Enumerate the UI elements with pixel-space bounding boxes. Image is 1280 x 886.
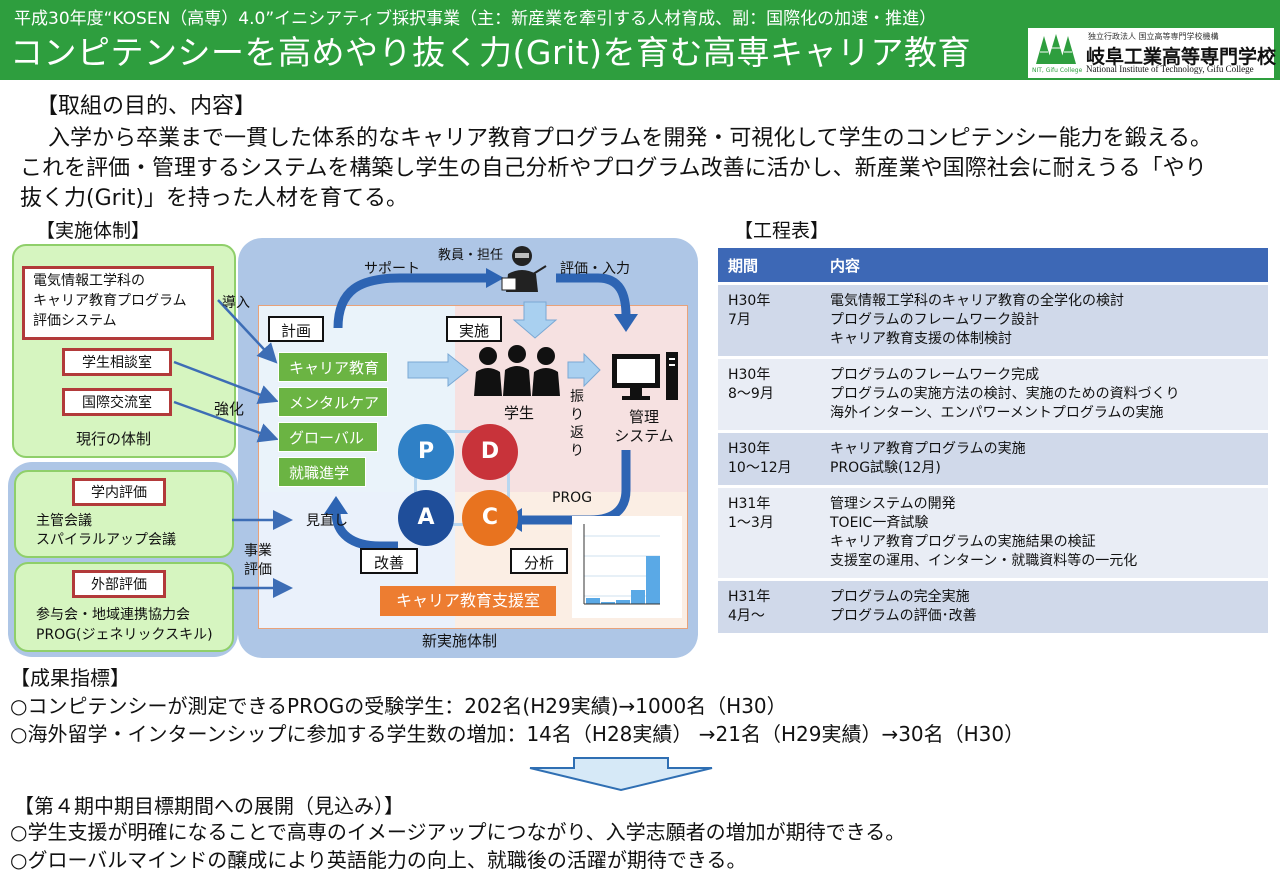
outlook-line: ○学生支援が明確になることで高専のイメージアップにつながり、入学志願者の増加が期… bbox=[10, 820, 906, 844]
schedule-item: TOEIC一斉試験 bbox=[830, 515, 929, 531]
schedule-period: H30年 8～9月 bbox=[718, 356, 820, 432]
dept-program-box: 電気情報工学科の キャリア教育プログラム 評価システム bbox=[22, 266, 214, 340]
schedule-item: 海外インターン、エンパワーメントプログラムの実施 bbox=[830, 405, 1164, 421]
management-label: 管理 システム bbox=[614, 408, 674, 445]
purpose-heading: 【取組の目的、内容】 bbox=[36, 94, 257, 119]
schedule-content: 管理システムの開発 TOEIC一斉試験キャリア教育プログラムの実施結果の検証支援室… bbox=[820, 485, 1268, 580]
down-arrow-icon bbox=[529, 757, 713, 792]
strengthen-label: 強化 bbox=[214, 400, 245, 418]
pdca-check: C bbox=[462, 490, 518, 546]
introduce-label: 導入 bbox=[222, 295, 250, 311]
outcome-line: ○コンピテンシーが測定できるPROGの受験学生：202名(H29実績)→1000… bbox=[10, 694, 787, 718]
schedule-item: PROG試験(12月) bbox=[830, 460, 941, 476]
schedule-item: 管理システムの開発 bbox=[830, 496, 956, 512]
teacher-icon bbox=[501, 246, 547, 292]
schedule-row: H30年 10～12月キャリア教育プログラムの実施 PROG試験(12月) bbox=[718, 430, 1268, 487]
prog-histogram-icon bbox=[572, 516, 682, 618]
program-career: キャリア教育 bbox=[278, 352, 388, 382]
counseling-room-box: 学生相談室 bbox=[62, 348, 172, 376]
schedule-content: プログラムの完全実施プログラムの評価･改善 bbox=[820, 578, 1268, 633]
project-subtitle: 平成30年度“KOSEN（高専）4.0”イニシアティブ採択事業（主：新産業を牽引… bbox=[14, 9, 937, 29]
schedule-row: H30年 8～9月プログラムのフレームワーク完成プログラムの実施方法の検討、実施… bbox=[718, 356, 1268, 432]
column-header-period: 期間 bbox=[718, 248, 820, 284]
schedule-item: 電気情報工学科のキャリア教育の全学化の検討 bbox=[830, 293, 1124, 309]
schedule-table: 期間 内容 H30年 7月電気情報工学科のキャリア教育の全学化の検討プログラムの… bbox=[718, 248, 1268, 633]
analysis-box: 分析 bbox=[510, 548, 568, 574]
improve-box: 改善 bbox=[360, 548, 418, 574]
college-logo: NIT, Gifu College 独立行政法人 国立高等専門学校機構 岐阜工業… bbox=[1028, 28, 1277, 78]
schedule-period: H30年 10～12月 bbox=[718, 430, 820, 487]
schedule-heading: 【工程表】 bbox=[734, 220, 830, 242]
internal-eval-title: 学内評価 bbox=[72, 478, 166, 506]
students-icon bbox=[474, 345, 560, 396]
eval-input-label: 評価・入力 bbox=[560, 261, 630, 277]
schedule-item: プログラムの完全実施 bbox=[830, 589, 970, 605]
internal-eval-body: 主管会議 スパイラルアップ会議 bbox=[36, 513, 176, 548]
computer-icon bbox=[612, 352, 678, 400]
schedule-item: 支援室の運用、インターン・就職資料等の一元化 bbox=[830, 553, 1138, 569]
external-eval-body-2: PROG(ジェネリックスキル) bbox=[36, 627, 213, 643]
schedule-item: プログラムの実施方法の検討、実施のための資料づくり bbox=[830, 386, 1180, 402]
international-office-box: 国際交流室 bbox=[62, 388, 172, 416]
schedule-period: H31年 4月～ bbox=[718, 578, 820, 633]
schedule-item: プログラムのフレームワーク設計 bbox=[830, 312, 1040, 328]
program-mental: メンタルケア bbox=[278, 387, 388, 417]
external-eval-body-1: 参与会・地域連携協力会 bbox=[36, 607, 190, 623]
college-mark-icon bbox=[1036, 34, 1076, 64]
schedule-content: キャリア教育プログラムの実施 PROG試験(12月) bbox=[820, 430, 1268, 487]
pdca-act: A bbox=[398, 490, 454, 546]
plan-box: 計画 bbox=[268, 316, 324, 342]
structure-heading: 【実施体制】 bbox=[36, 220, 151, 242]
purpose-line: これを評価・管理するシステムを構築し学生の自己分析やプログラム改善に活かし、新産… bbox=[20, 156, 1207, 181]
logo-caption: NIT, Gifu College bbox=[1032, 67, 1083, 74]
career-support-office: キャリア教育支援室 bbox=[380, 586, 556, 616]
business-eval-label: 事業 評価 bbox=[244, 543, 272, 578]
outlook-line: ○グローバルマインドの醸成により英語能力の向上、就職後の活躍が期待できる。 bbox=[10, 848, 747, 872]
current-system-label: 現行の体制 bbox=[76, 430, 152, 448]
schedule-item: プログラムの評価･改善 bbox=[830, 608, 977, 624]
outlook-heading: 【第４期中期目標期間への展開（見込み）】 bbox=[14, 794, 404, 818]
schedule-row: H31年 1～3月管理システムの開発 TOEIC一斉試験キャリア教育プログラムの実… bbox=[718, 485, 1268, 580]
students-label: 学生 bbox=[504, 404, 535, 422]
prog-label: PROG bbox=[552, 490, 593, 506]
schedule-item: キャリア教育プログラムの実施結果の検証 bbox=[830, 534, 1096, 550]
program-global: グローバル bbox=[278, 422, 378, 452]
program-career-path: 就職進学 bbox=[278, 457, 366, 487]
schedule-content: プログラムのフレームワーク完成プログラムの実施方法の検討、実施のための資料づくり… bbox=[820, 356, 1268, 432]
schedule-header-row: 期間 内容 bbox=[718, 248, 1268, 284]
new-system-label: 新実施体制 bbox=[422, 632, 498, 650]
schedule-row: H30年 7月電気情報工学科のキャリア教育の全学化の検討プログラムのフレームワー… bbox=[718, 282, 1268, 358]
pdca-plan: P bbox=[398, 424, 454, 480]
schedule-period: H31年 1～3月 bbox=[718, 485, 820, 580]
purpose-line: 抜く力(Grit)」を持った人材を育てる。 bbox=[20, 186, 408, 211]
support-label: サポート bbox=[364, 261, 420, 277]
review-label: 見直し bbox=[306, 513, 348, 529]
page-title: コンピテンシーを高めやり抜く力(Grit)を育む高専キャリア教育 bbox=[10, 33, 971, 72]
schedule-row: H31年 4月～プログラムの完全実施プログラムの評価･改善 bbox=[718, 578, 1268, 633]
schedule-content: 電気情報工学科のキャリア教育の全学化の検討プログラムのフレームワーク設計キャリア… bbox=[820, 282, 1268, 358]
schedule-period: H30年 7月 bbox=[718, 282, 820, 358]
reflect-label: 振り 返り bbox=[570, 389, 584, 459]
logo-english: National Institute of Technology, Gifu C… bbox=[1086, 64, 1254, 74]
column-header-content: 内容 bbox=[820, 248, 1268, 284]
purpose-line: 入学から卒業まで一貫した体系的なキャリア教育プログラムを開発・可視化して学生のコ… bbox=[48, 126, 1213, 151]
teacher-label: 教員・担任 bbox=[438, 248, 504, 263]
schedule-item: プログラムのフレームワーク完成 bbox=[830, 367, 1040, 383]
implement-box: 実施 bbox=[446, 316, 502, 342]
outcome-line: ○海外留学・インターンシップに参加する学生数の増加：14名（H28実績） →21… bbox=[10, 722, 1025, 746]
logo-name: 岐阜工業高等専門学校 bbox=[1086, 46, 1277, 68]
schedule-item: キャリア教育プログラムの実施 bbox=[830, 441, 1026, 457]
header-banner: 平成30年度“KOSEN（高専）4.0”イニシアティブ採択事業（主：新産業を牽引… bbox=[0, 0, 1280, 80]
logo-org: 独立行政法人 国立高等専門学校機構 bbox=[1088, 32, 1219, 41]
schedule-item: キャリア教育支援の体制検討 bbox=[830, 331, 1012, 347]
pdca-do: D bbox=[462, 424, 518, 480]
external-eval-title: 外部評価 bbox=[72, 570, 166, 598]
outcomes-heading: 【成果指標】 bbox=[10, 666, 130, 690]
